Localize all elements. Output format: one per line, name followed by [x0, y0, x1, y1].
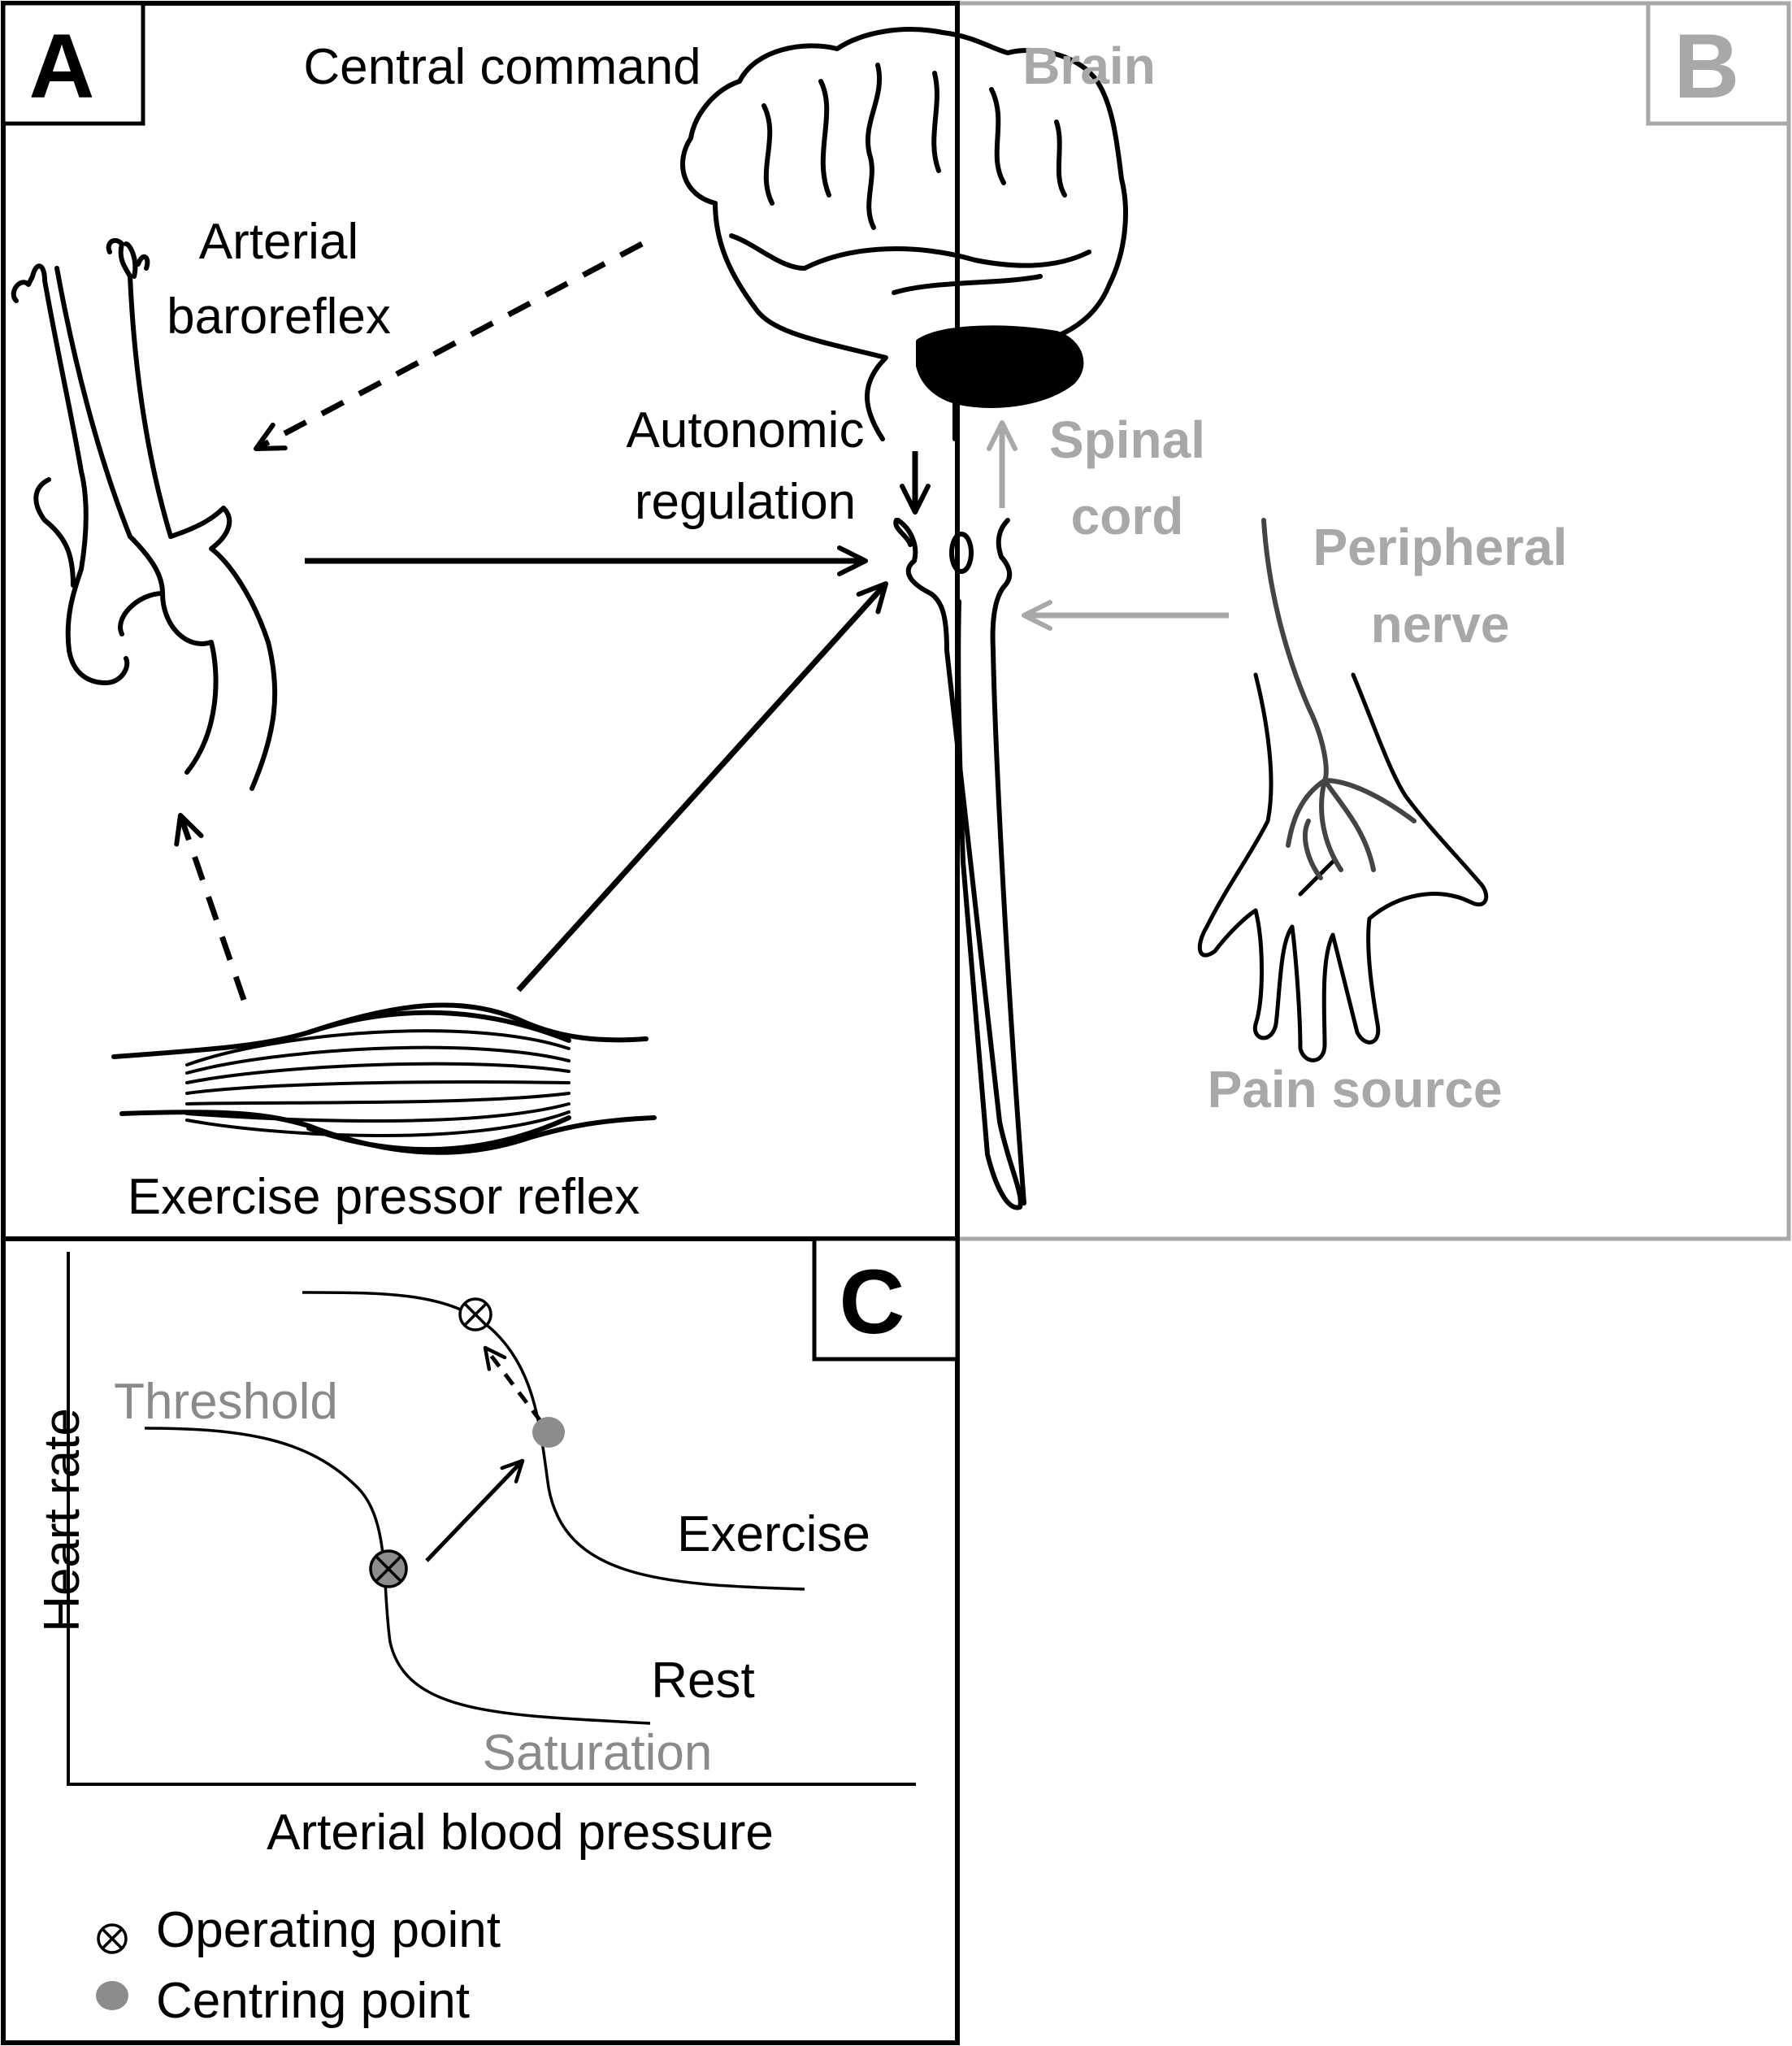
rest-label: Rest	[651, 1653, 754, 1709]
legend-centring-label: Centring point	[156, 1973, 470, 2029]
label-regulation: regulation	[635, 474, 856, 530]
arrow-resetting	[425, 1458, 525, 1562]
panel-c-letter: C	[840, 1251, 905, 1353]
centring-point-exercise	[532, 1417, 565, 1448]
panel-a-letter: A	[29, 15, 95, 117]
aortic-arch-illustration	[11, 237, 278, 791]
legend-operating-icon	[97, 1923, 128, 1954]
peripheral-nerve-line	[1261, 518, 1417, 880]
muscle-illustration	[111, 1002, 657, 1155]
panel-a-letter-box	[1, 1, 145, 126]
operating-point-rest	[369, 1549, 408, 1588]
panel-b-labels: Brain Spinal cord Peripheral nerve Pain …	[1022, 37, 1567, 1119]
panel-c-axes	[67, 1252, 916, 1786]
legend: Operating point Centring point	[96, 1902, 501, 2029]
label-pain-source: Pain source	[1208, 1060, 1503, 1119]
hand-illustration	[1197, 672, 1489, 1062]
panel-a-arrows	[174, 241, 931, 1001]
label-brain: Brain	[1022, 37, 1156, 95]
brain-illustration	[680, 27, 1128, 441]
legend-centring-icon	[96, 1981, 128, 2010]
label-autonomic: Autonomic	[627, 402, 865, 458]
panel-c-frame	[1, 1236, 960, 2045]
panel-a-labels: Central command Arterial baroreflex Auto…	[128, 39, 865, 1225]
label-spinal: Spinal	[1049, 411, 1205, 469]
label-peripheral: Peripheral	[1313, 518, 1567, 576]
spinal-cord-illustration	[893, 518, 1026, 1210]
panel-b-letter: B	[1674, 15, 1740, 117]
legend-operating-label: Operating point	[156, 1902, 501, 1958]
panel-c-graph: Heart rate Arterial blood pressure Thres…	[34, 1252, 916, 2029]
label-central-command: Central command	[303, 39, 701, 95]
panel-b-letter-box	[1646, 1, 1791, 126]
operating-point-exercise	[458, 1297, 492, 1331]
label-arterial: Arterial	[199, 214, 358, 270]
saturation-label: Saturation	[483, 1725, 713, 1781]
y-axis-label: Heart rate	[34, 1408, 90, 1632]
panel-b-arrows	[987, 420, 1229, 631]
label-cord: cord	[1071, 487, 1184, 545]
panel-c-letter-box	[812, 1236, 960, 1362]
threshold-label: Threshold	[114, 1374, 338, 1430]
arrow-pressor-to-baroreflex	[174, 813, 247, 1001]
arrow-to-operating-point	[483, 1345, 542, 1423]
arrow-pressor-to-autonomic	[516, 581, 888, 993]
exercise-label: Exercise	[677, 1506, 870, 1562]
label-exercise-pressor-reflex: Exercise pressor reflex	[128, 1169, 640, 1225]
label-baroreflex: baroreflex	[167, 289, 391, 345]
arrow-central-to-baroreflex	[254, 241, 644, 452]
x-axis-label: Arterial blood pressure	[267, 1805, 774, 1861]
label-nerve: nerve	[1371, 595, 1510, 654]
